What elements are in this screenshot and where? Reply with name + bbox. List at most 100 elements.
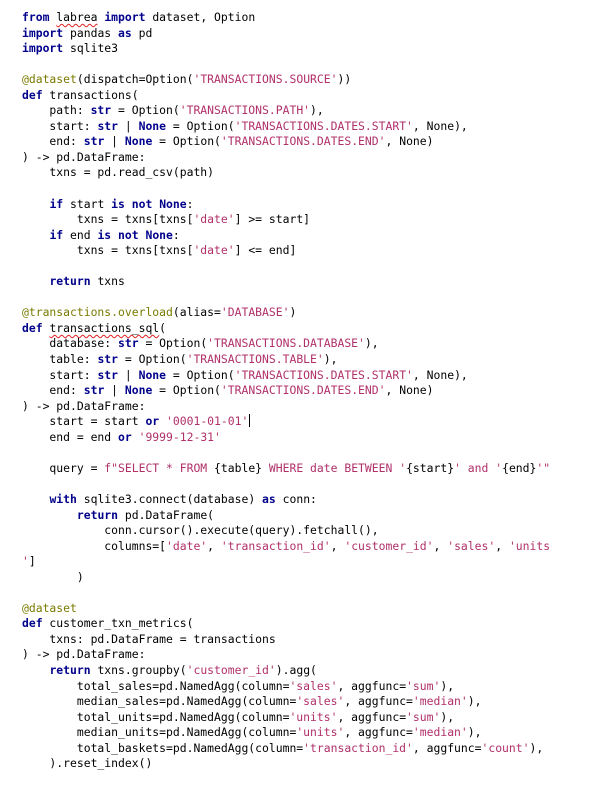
keyword-token: import <box>104 10 146 24</box>
code-line[interactable]: total_sales=pd.NamedAgg(column='sales', … <box>22 679 609 695</box>
code-token: = Option( <box>138 336 208 351</box>
string-token: 'count' <box>481 740 530 755</box>
string-token: 'median' <box>412 694 468 709</box>
code-token: pd.DataFrame( <box>118 507 215 522</box>
string-token: 'sales' <box>447 538 496 553</box>
code-token: , aggfunc= <box>337 709 407 724</box>
code-line[interactable]: txns = txns[txns['date'] <= end] <box>22 243 609 259</box>
code-line[interactable]: end = end or '9999-12-31' <box>22 430 609 446</box>
code-line[interactable]: txns = txns[txns['date'] >= start] <box>22 212 609 228</box>
code-line[interactable]: ) <box>22 570 609 586</box>
code-token: {table} <box>214 460 263 475</box>
keyword-token: None <box>145 227 173 242</box>
code-line[interactable]: def transactions_sql( <box>22 321 609 337</box>
code-line[interactable]: median_units=pd.NamedAgg(column='units',… <box>22 725 609 741</box>
code-token: (alias= <box>172 305 221 320</box>
code-token: start = start <box>22 414 146 429</box>
code-token: , None), <box>412 118 468 133</box>
keyword-token: if <box>49 196 64 211</box>
code-token: txns.groupby( <box>90 662 187 677</box>
code-line[interactable]: columns=['date', 'transaction_id', 'cust… <box>22 539 609 555</box>
keyword-token: def <box>22 320 43 335</box>
code-line[interactable]: start: str | None = Option('TRANSACTIONS… <box>22 368 609 384</box>
text-cursor <box>249 414 251 428</box>
code-line[interactable]: median_sales=pd.NamedAgg(column='sales',… <box>22 694 609 710</box>
keyword-token: str <box>118 336 139 351</box>
keyword-token: None <box>159 196 187 211</box>
code-line[interactable]: import pandas as pd <box>22 26 609 42</box>
code-token: ), <box>440 678 455 693</box>
decorator-token: @transactions.overload <box>22 305 173 320</box>
code-token: , <box>495 538 509 553</box>
code-line[interactable]: query = f"SELECT * FROM {table} WHERE da… <box>22 461 609 477</box>
code-token: ), <box>310 103 324 118</box>
string-token: 'DATABASE' <box>220 305 290 320</box>
code-line[interactable]: ) -> pd.DataFrame: <box>22 150 609 166</box>
code-line[interactable]: @dataset(dispatch=Option('TRANSACTIONS.S… <box>22 72 609 88</box>
code-line[interactable]: total_baskets=pd.NamedAgg(column='transa… <box>22 741 609 757</box>
code-line[interactable]: path: str = Option('TRANSACTIONS.PATH'), <box>22 103 609 119</box>
code-token: = Option( <box>118 352 187 367</box>
code-token: pandas <box>63 25 119 40</box>
code-line[interactable]: '] <box>22 554 609 570</box>
code-line[interactable]: end: str | None = Option('TRANSACTIONS.D… <box>22 134 609 150</box>
misspelled-token: labrea <box>56 10 98 24</box>
code-line[interactable] <box>22 57 609 73</box>
code-token: = Option( <box>166 367 235 382</box>
code-line[interactable]: return txns <box>22 274 609 290</box>
code-line[interactable] <box>22 290 609 306</box>
code-line[interactable]: with sqlite3.connect(database) as conn: <box>22 492 609 508</box>
code-line[interactable]: from labrea import dataset, Option <box>22 10 609 26</box>
code-token: database: <box>22 336 119 351</box>
code-line[interactable]: start = start or '0001-01-01' <box>22 414 609 430</box>
code-line[interactable]: import sqlite3 <box>22 41 609 57</box>
code-token <box>22 197 49 211</box>
keyword-token: None <box>138 367 167 382</box>
code-line[interactable]: table: str = Option('TRANSACTIONS.TABLE'… <box>22 352 609 368</box>
code-line[interactable]: start: str | None = Option('TRANSACTIONS… <box>22 119 609 135</box>
keyword-token: str <box>90 103 112 118</box>
code-token: dataset, Option <box>145 10 256 24</box>
string-token: ' <box>22 554 29 569</box>
code-line[interactable]: ).reset_index() <box>22 756 609 772</box>
keyword-token: as <box>262 491 276 506</box>
code-token: path: <box>22 103 91 118</box>
code-line[interactable]: @transactions.overload(alias='DATABASE') <box>22 305 609 321</box>
code-line[interactable] <box>22 259 609 275</box>
code-token: ) <box>22 569 84 584</box>
keyword-token: return <box>76 507 119 522</box>
code-line[interactable]: return txns.groupby('customer_id').agg( <box>22 663 609 679</box>
code-line[interactable]: total_units=pd.NamedAgg(column='units', … <box>22 710 609 726</box>
code-line[interactable]: @dataset <box>22 601 609 617</box>
code-line[interactable]: return pd.DataFrame( <box>22 508 609 524</box>
code-token: | <box>104 383 125 398</box>
code-line[interactable]: txns: pd.DataFrame = transactions <box>22 632 609 648</box>
code-token: txns: pd.DataFrame = transactions <box>22 631 276 646</box>
code-token: , <box>207 538 221 553</box>
code-line[interactable]: def transactions( <box>22 88 609 104</box>
code-token: ( <box>159 320 167 335</box>
code-line[interactable]: conn.cursor().execute(query).fetchall(), <box>22 523 609 539</box>
code-line[interactable]: database: str = Option('TRANSACTIONS.DAT… <box>22 336 609 352</box>
string-token: 'TRANSACTIONS.PATH' <box>179 103 311 118</box>
code-token: , aggfunc= <box>412 740 482 755</box>
code-line[interactable] <box>22 585 609 601</box>
code-line[interactable] <box>22 181 609 197</box>
code-line[interactable] <box>22 445 609 461</box>
code-line[interactable]: end: str | None = Option('TRANSACTIONS.D… <box>22 383 609 399</box>
code-line[interactable]: if start is not None: <box>22 197 609 213</box>
code-line[interactable] <box>22 476 609 492</box>
code-token: txns <box>90 274 125 289</box>
code-token <box>22 274 49 288</box>
code-token: total_sales=pd.NamedAgg(column= <box>22 678 290 693</box>
code-line[interactable]: ) -> pd.DataFrame: <box>22 647 609 663</box>
code-line[interactable]: ) -> pd.DataFrame: <box>22 399 609 415</box>
code-line[interactable]: if end is not None: <box>22 228 609 244</box>
string-token: 'median' <box>412 725 468 740</box>
code-line[interactable]: def customer_txn_metrics( <box>22 616 609 632</box>
code-line[interactable]: txns = pd.read_csv(path) <box>22 165 609 181</box>
keyword-token: is not <box>97 227 139 242</box>
code-token: total_units=pd.NamedAgg(column= <box>22 709 290 724</box>
keyword-token: as <box>118 25 132 40</box>
